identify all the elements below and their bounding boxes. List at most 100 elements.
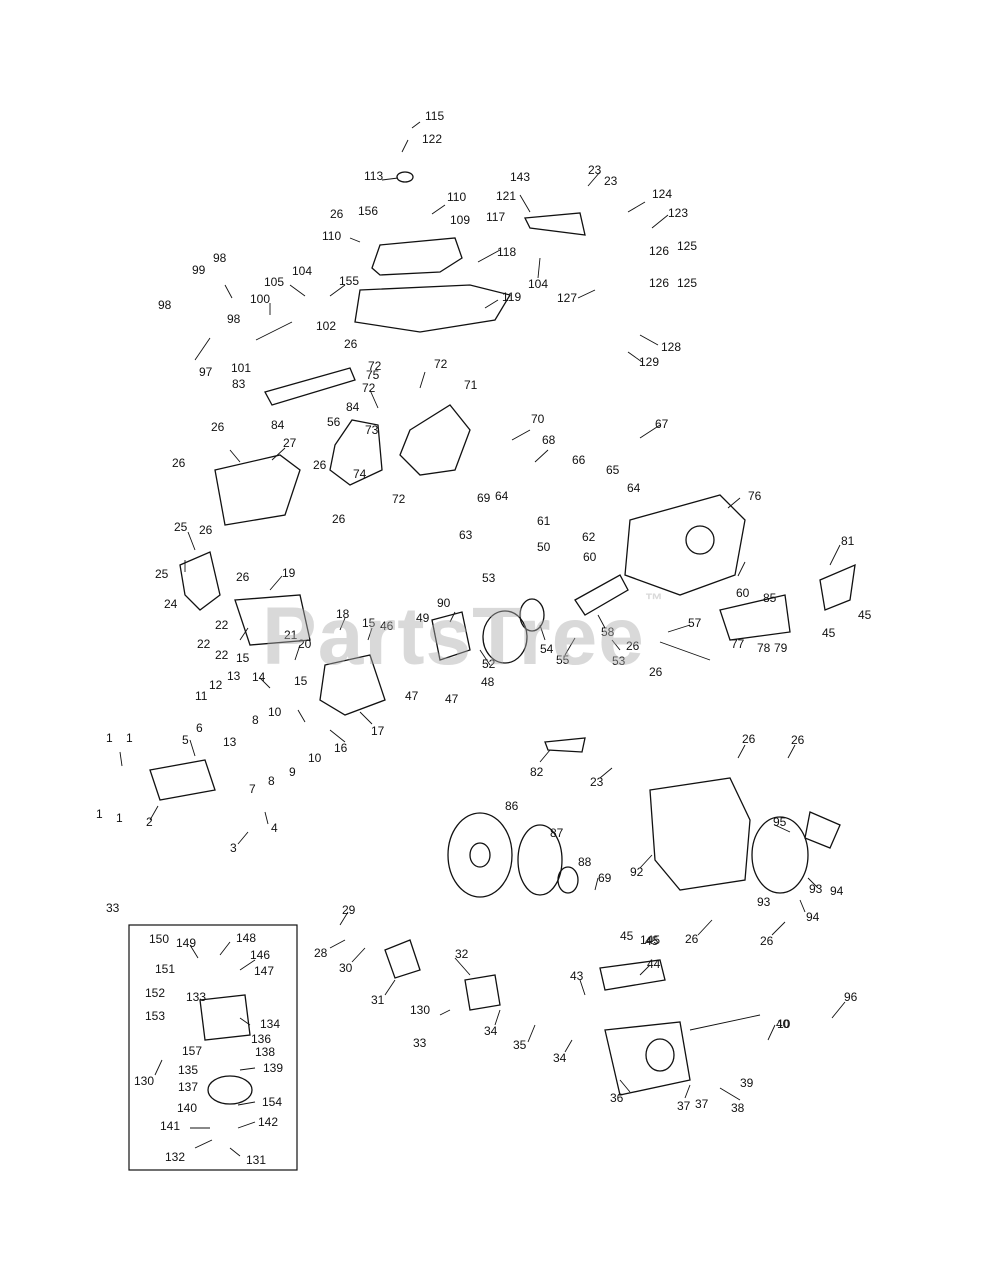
callout-75: 75	[366, 368, 380, 382]
fan-drawing	[517, 824, 563, 896]
callout-2: 2	[146, 815, 153, 829]
callout-35: 35	[513, 1038, 527, 1052]
blower-housing-drawing	[649, 777, 751, 891]
callout-23: 23	[588, 163, 602, 177]
callout-7: 7	[249, 782, 256, 796]
callout-125: 125	[677, 239, 697, 253]
callout-145: 145	[640, 933, 660, 947]
callout-128: 128	[661, 340, 681, 354]
callout-147: 147	[254, 964, 274, 978]
callout-72: 72	[362, 381, 376, 395]
callout-129: 129	[639, 355, 659, 369]
callout-94: 94	[830, 884, 844, 898]
callout-134: 134	[260, 1017, 280, 1031]
callout-23: 23	[590, 775, 604, 789]
callout-118: 118	[497, 245, 516, 259]
sump-gasket-drawing	[719, 594, 791, 641]
callout-133: 133	[186, 990, 206, 1004]
callout-31: 31	[371, 993, 385, 1007]
callout-26: 26	[344, 337, 358, 351]
callout-72: 72	[434, 357, 448, 371]
callout-13: 13	[227, 669, 241, 683]
callout-109: 109	[450, 213, 470, 227]
callout-62: 62	[582, 530, 596, 544]
callout-49: 49	[416, 611, 430, 625]
callout-69: 69	[477, 491, 491, 505]
callout-81: 81	[841, 534, 855, 548]
callout-150: 150	[149, 932, 169, 946]
callout-26: 26	[332, 512, 346, 526]
callout-47: 47	[445, 692, 459, 706]
callout-1: 1	[126, 731, 133, 745]
callout-95: 95	[773, 815, 787, 829]
callout-22: 22	[215, 618, 229, 632]
fuel-cap-drawing	[396, 171, 414, 183]
callout-151: 151	[155, 962, 175, 976]
callout-121: 121	[496, 189, 516, 203]
callout-34: 34	[553, 1051, 567, 1065]
callout-74: 74	[353, 467, 367, 481]
callout-4: 4	[271, 821, 278, 835]
callout-138: 138	[255, 1045, 275, 1059]
cylinder-head-drawing	[399, 404, 471, 476]
callout-97: 97	[199, 365, 213, 379]
callout-130: 130	[410, 1003, 430, 1017]
callout-124: 124	[652, 187, 672, 201]
callout-76: 76	[748, 489, 762, 503]
callout-26: 26	[172, 456, 186, 470]
callout-48: 48	[481, 675, 495, 689]
callout-58: 58	[601, 625, 615, 639]
callout-102: 102	[316, 319, 336, 333]
callout-25: 25	[155, 567, 169, 581]
callout-53: 53	[482, 571, 496, 585]
callout-39: 39	[740, 1076, 754, 1090]
crankcase-drawing	[624, 494, 746, 596]
callout-68: 68	[542, 433, 556, 447]
callout-52: 52	[482, 657, 496, 671]
callout-149: 149	[176, 936, 196, 950]
callout-13: 13	[223, 735, 237, 749]
callout-60: 60	[583, 550, 597, 564]
callout-57: 57	[688, 616, 702, 630]
callout-143: 143	[510, 170, 530, 184]
callout-17: 17	[371, 724, 385, 738]
callout-26: 26	[791, 733, 805, 747]
callout-6: 6	[196, 721, 203, 735]
callout-131: 131	[246, 1153, 266, 1167]
conrod-drawing	[431, 611, 471, 661]
callout-22: 22	[215, 648, 229, 662]
muffler-outlet-drawing	[645, 1038, 675, 1072]
callout-82: 82	[530, 765, 544, 779]
callout-55: 55	[556, 653, 570, 667]
carburetor-detail-box	[128, 924, 298, 1171]
callout-104: 104	[292, 264, 312, 278]
muffler-guard-drawing	[599, 959, 666, 991]
callout-60: 60	[736, 586, 750, 600]
callout-86: 86	[505, 799, 519, 813]
ignition-coil-drawing	[544, 737, 586, 753]
callout-11: 11	[195, 689, 208, 703]
dipstick-drawing	[819, 563, 856, 611]
callout-29: 29	[342, 903, 356, 917]
callout-21: 21	[284, 628, 298, 642]
callout-28: 28	[314, 946, 328, 960]
callout-37: 37	[677, 1099, 691, 1113]
callout-156: 156	[358, 204, 378, 218]
part-drawings	[128, 171, 856, 1171]
crankshaft-drawing	[574, 574, 629, 616]
callout-119: 119	[502, 290, 521, 304]
flywheel-hub-drawing	[469, 842, 491, 868]
callout-98: 98	[213, 251, 227, 265]
callout-40: 40	[776, 1017, 790, 1031]
callout-136: 136	[251, 1032, 271, 1046]
callout-100: 100	[250, 292, 270, 306]
starter-cup-drawing	[557, 866, 579, 894]
callout-5: 5	[182, 733, 189, 747]
callout-127: 127	[557, 291, 577, 305]
callout-130: 130	[134, 1074, 154, 1088]
callout-69: 69	[598, 871, 612, 885]
callout-104: 104	[528, 277, 548, 291]
piston-ring-drawing	[519, 598, 545, 632]
callout-78: 78	[757, 641, 771, 655]
callout-93: 93	[809, 882, 823, 896]
